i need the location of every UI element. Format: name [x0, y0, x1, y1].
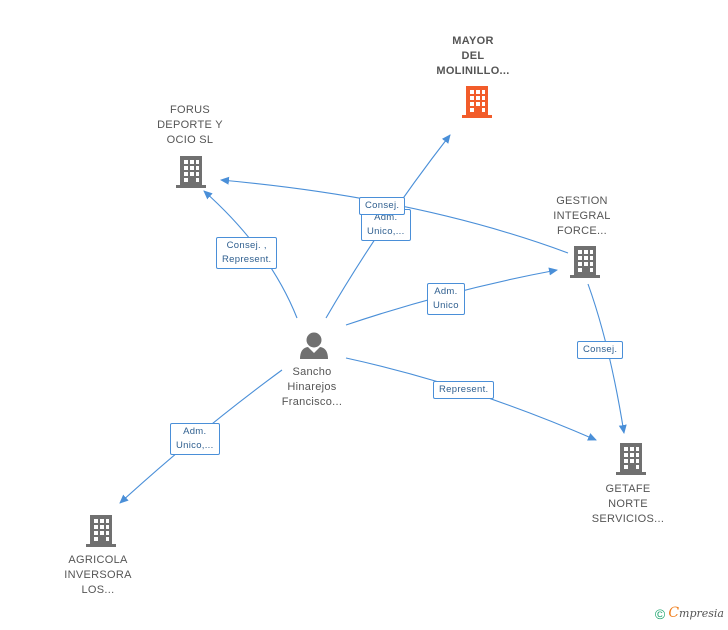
building-icon-gestion[interactable]	[570, 246, 600, 278]
brand-logo-text: mpresia	[679, 606, 724, 620]
building-icon-agricola[interactable]	[86, 515, 116, 547]
edge-gestion-forus	[220, 176, 569, 254]
node-label-agricola[interactable]: AGRICOLA INVERSORA LOS...	[64, 554, 132, 596]
copyright-symbol: ©	[654, 606, 666, 622]
edge-label-person-getafe: Represent.	[433, 381, 495, 399]
brand-footer: © Cmpresia	[655, 605, 724, 622]
edge-label-gestion-forus: Consej.	[359, 197, 406, 215]
person-icon[interactable]	[300, 332, 328, 360]
edge-label-person-agricola: Adm. Unico,...	[170, 423, 220, 455]
edge-label-gestion-getafe: Consej.	[577, 341, 624, 359]
edge-label-person-gestion: Adm. Unico	[427, 283, 465, 315]
building-icon-mayor[interactable]	[462, 86, 492, 118]
edge-person-getafe	[345, 357, 597, 441]
building-icon-getafe[interactable]	[616, 443, 646, 475]
node-label-getafe[interactable]: GETAFE NORTE SERVICIOS...	[591, 483, 665, 525]
edge-label-person-forus: Consej. , Represent.	[216, 237, 278, 269]
building-icon-forus[interactable]	[176, 156, 206, 188]
node-label-gestion[interactable]: GESTION INTEGRAL FORCE...	[553, 195, 611, 237]
node-label-person[interactable]: Sancho Hinarejos Francisco...	[281, 366, 343, 408]
node-label-forus[interactable]: FORUS DEPORTE Y OCIO SL	[157, 104, 223, 146]
brand-logo-initial: C	[668, 604, 680, 621]
node-label-mayor[interactable]: MAYOR DEL MOLINILLO...	[436, 35, 510, 77]
